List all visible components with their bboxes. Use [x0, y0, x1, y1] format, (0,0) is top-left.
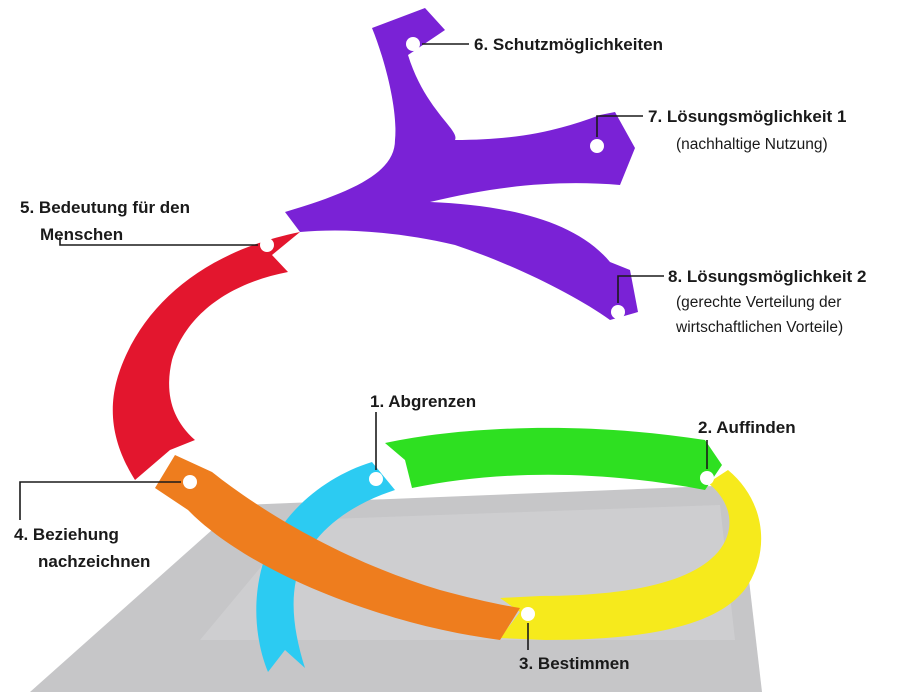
- label-step-6: 6. Schutzmöglichkeiten: [474, 35, 663, 54]
- arrow-step-2: [385, 428, 722, 490]
- arrow-step-5: [113, 232, 300, 480]
- label-step-1: 1. Abgrenzen: [370, 392, 476, 411]
- dot-step-2: [700, 471, 714, 485]
- label-step-8-subtitle-line2: wirtschaftlichen Vorteile): [675, 319, 843, 336]
- dot-step-8: [611, 305, 625, 319]
- dot-step-5: [260, 238, 274, 252]
- label-step-7: 7. Lösungsmöglichkeit 1: [648, 107, 846, 126]
- dot-step-1: [369, 472, 383, 486]
- label-step-2: 2. Auffinden: [698, 418, 796, 437]
- label-step-4-line2: nachzeichnen: [38, 552, 150, 571]
- dot-step-3: [521, 607, 535, 621]
- dot-step-4: [183, 475, 197, 489]
- label-step-5: 5. Bedeutung für den: [20, 198, 190, 217]
- dot-step-7: [590, 139, 604, 153]
- arrow-steps-6-8: [285, 8, 638, 320]
- label-step-8: 8. Lösungsmöglichkeit 2: [668, 267, 866, 286]
- label-step-5-line2: Menschen: [40, 225, 123, 244]
- label-step-8-subtitle: (gerechte Verteilung der: [676, 294, 841, 311]
- label-step-4: 4. Beziehung: [14, 525, 119, 544]
- label-step-7-subtitle: (nachhaltige Nutzung): [676, 136, 828, 153]
- label-step-3: 3. Bestimmen: [519, 654, 630, 673]
- dot-step-6: [406, 37, 420, 51]
